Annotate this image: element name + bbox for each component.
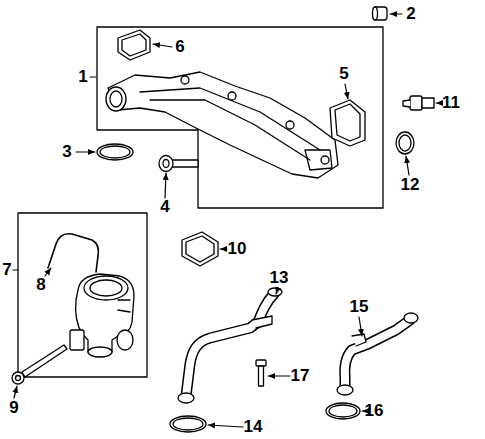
clip-part [48, 234, 98, 272]
sensor-part [403, 96, 434, 110]
callout-number: 13 [270, 269, 289, 287]
bolt-part [12, 345, 67, 384]
o-ring-part [396, 132, 414, 154]
bolt-part [159, 156, 198, 172]
callout-number: 3 [62, 143, 71, 161]
thermostat-housing-part [70, 274, 134, 357]
o-ring-part [170, 416, 206, 432]
manifold-part [106, 72, 338, 178]
callout-number: 15 [350, 298, 369, 316]
callout-number: 17 [291, 367, 310, 385]
pipe-part [178, 288, 282, 403]
callout-number: 9 [9, 399, 18, 417]
gasket-part [118, 30, 150, 60]
group-outline [18, 213, 147, 377]
callout-number: 2 [406, 5, 415, 23]
leader-lines [13, 14, 442, 427]
callout-number: 7 [2, 261, 11, 279]
callout-number: 8 [36, 276, 45, 294]
gasket-part [182, 232, 218, 266]
o-ring-part [97, 144, 133, 160]
group-outline [97, 27, 383, 208]
bolt-part [256, 360, 266, 386]
callout-number: 16 [365, 402, 384, 420]
gasket-part [330, 100, 365, 146]
pipe-part [337, 313, 418, 395]
callout-number: 6 [175, 38, 184, 56]
callout-number: 14 [244, 418, 263, 436]
cap-part [373, 7, 388, 20]
callout-number: 5 [339, 65, 348, 83]
callout-number: 10 [228, 240, 247, 258]
callout-number: 1 [78, 68, 87, 86]
o-ring-part [326, 403, 360, 419]
callout-number: 11 [442, 94, 460, 112]
callout-number: 4 [160, 198, 169, 216]
callout-number: 12 [401, 176, 420, 194]
